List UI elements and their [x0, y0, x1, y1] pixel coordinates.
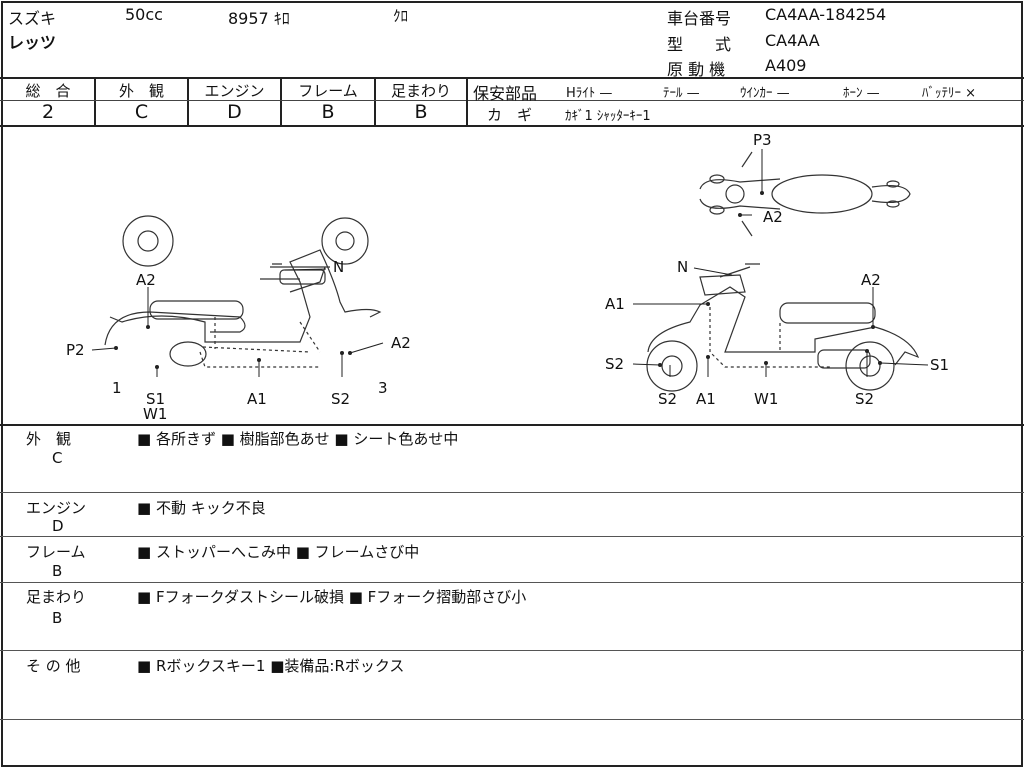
grade-engine-value: D [227, 101, 242, 123]
divider [0, 424, 1024, 426]
divider [0, 77, 1024, 79]
divider [187, 78, 189, 126]
divider [0, 536, 1024, 537]
label-left-n: N [333, 258, 344, 276]
grade-frame-label: フレーム [298, 82, 358, 100]
leader-lines [91, 149, 929, 377]
safety-label: 保安部品 [473, 84, 538, 103]
section-exterior-grade: C [52, 449, 63, 467]
section-engine-grade: D [52, 517, 64, 535]
label-right-s1: S1 [930, 356, 949, 374]
grade-exterior-value: C [134, 101, 149, 123]
grade-overall-label: 総 合 [25, 82, 71, 100]
grade-exterior-label: 外 観 [118, 82, 164, 100]
maker: スズキ [8, 9, 57, 28]
section-frame-text: ■ ストッパーへこみ中 ■ フレームさび中 [137, 543, 420, 561]
displacement: 50cc [125, 5, 163, 24]
label-left-s2: S2 [331, 390, 350, 408]
divider [0, 125, 1024, 127]
section-frame-label: フレーム [26, 543, 86, 561]
section-suspension-label: 足まわり [26, 588, 87, 606]
type-value: CA4AA [765, 31, 820, 50]
damage-diagram: P3 A2 A2 P2 1 S1 W1 A1 S2 3 A2 N N A1 S2… [66, 131, 949, 423]
grade-overall-value: 2 [41, 101, 55, 123]
label-left-s1: S1 [146, 390, 165, 408]
section-other-label: そ の 他 [26, 657, 81, 675]
label-left-1: 1 [112, 379, 122, 397]
section-engine-label: エンジン [26, 499, 87, 517]
key-label: カ ギ [487, 106, 533, 124]
color: ｸﾛ [393, 7, 409, 25]
label-right-s2-c: S2 [855, 390, 874, 408]
label-left-a2: A2 [136, 271, 156, 289]
section-suspension-text: ■ Fフォークダストシール破損 ■ Fフォーク摺動部さび小 [137, 588, 527, 606]
model-name: レッツ [8, 33, 57, 52]
grade-frame-value: B [321, 101, 335, 123]
label-right-a1: A1 [605, 295, 625, 313]
frame-no-label: 車台番号 [667, 9, 732, 28]
safety-headlight: Hﾗｲﾄ — [566, 86, 613, 101]
safety-winker: ｳｲﾝｶｰ — [740, 86, 790, 101]
label-right-w1: W1 [754, 390, 778, 408]
divider [0, 650, 1024, 651]
label-top-p3: P3 [753, 131, 772, 149]
label-right-a2: A2 [861, 271, 881, 289]
divider [468, 100, 1024, 101]
section-engine-text: ■ 不動 キック不良 [137, 499, 266, 517]
mileage: 8957 ｷﾛ [228, 9, 290, 28]
label-top-a2: A2 [763, 208, 783, 226]
safety-horn: ﾎｰﾝ — [843, 86, 880, 101]
scooter-top-view [699, 151, 911, 237]
label-right-s2: S2 [605, 355, 624, 373]
section-frame-grade: B [52, 562, 63, 580]
section-suspension-grade: B [52, 609, 63, 627]
type-label: 型 式 [667, 35, 732, 54]
divider [466, 78, 468, 126]
divider [94, 78, 96, 126]
divider [0, 719, 1024, 720]
section-exterior-text: ■ 各所きず ■ 樹脂部色あせ ■ シート色あせ中 [137, 430, 459, 448]
section-exterior-label: 外 観 [26, 430, 72, 448]
label-right-s2-b: S2 [658, 390, 677, 408]
label-left-3: 3 [378, 379, 388, 397]
divider [0, 492, 1024, 493]
safety-battery: ﾊﾞｯﾃﾘｰ × [922, 86, 977, 101]
scooter-left-view [104, 215, 382, 368]
label-left-a1: A1 [247, 390, 267, 408]
divider [374, 78, 376, 126]
engine-label: 原 動 機 [667, 60, 726, 79]
engine-value: A409 [765, 56, 807, 75]
label-right-n: N [677, 258, 688, 276]
section-other-text: ■ Rボックスキー1 ■装備品:Rボックス [137, 657, 405, 675]
divider [0, 100, 466, 101]
label-left-p2: P2 [66, 341, 85, 359]
key-value: ｶｷﾞ1 ｼｬｯﾀｰｷｰ1 [565, 109, 651, 124]
grade-suspension-label: 足まわり [390, 82, 451, 100]
divider [280, 78, 282, 126]
label-left-w1: W1 [143, 405, 167, 423]
grade-engine-label: エンジン [204, 82, 265, 100]
frame-no: CA4AA-184254 [765, 5, 887, 24]
label-left-a2-rear: A2 [391, 334, 411, 352]
safety-tail: ﾃｰﾙ — [663, 86, 700, 101]
divider [0, 582, 1024, 583]
grade-suspension-value: B [414, 101, 428, 123]
label-right-a1-b: A1 [696, 390, 716, 408]
scooter-right-view [646, 263, 920, 392]
